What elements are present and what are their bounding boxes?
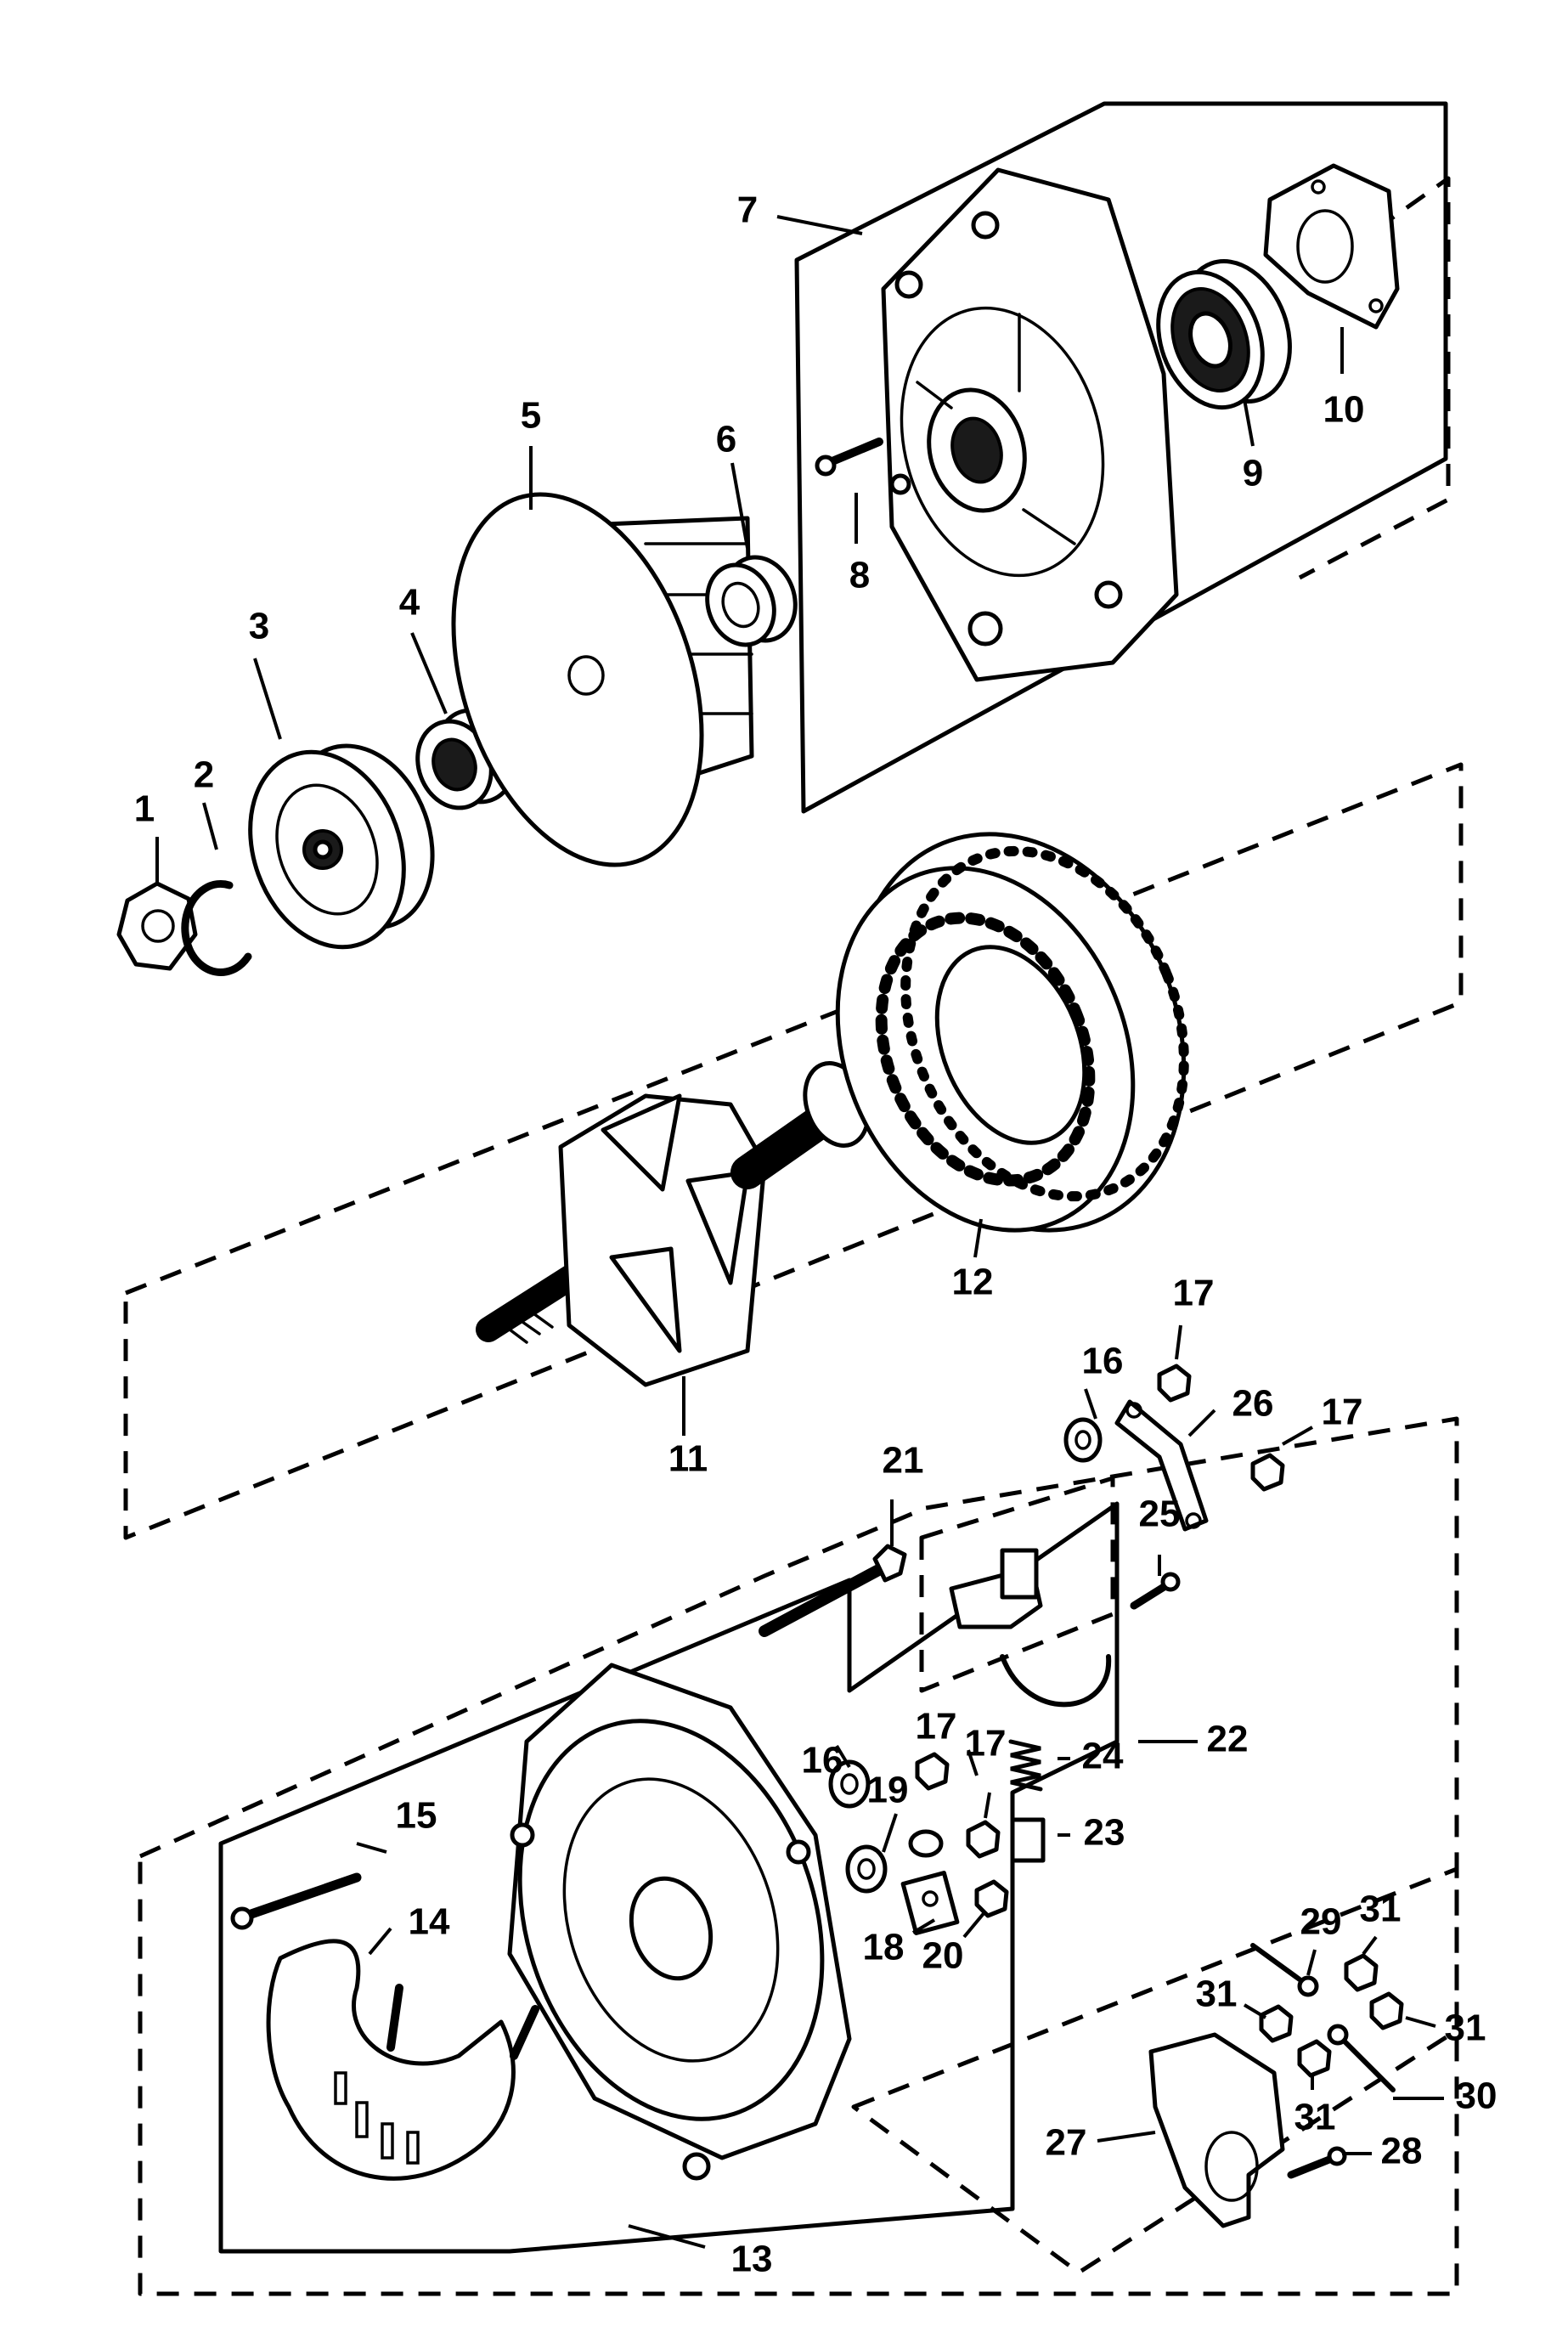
brush-holder-part <box>949 1548 1112 1708</box>
label-7: 7 <box>737 189 758 231</box>
label-20: 20 <box>922 1935 964 1977</box>
label-24: 24 <box>1082 1736 1124 1777</box>
pulley-part <box>248 743 435 950</box>
label-2: 2 <box>194 754 214 796</box>
rear-housing-part <box>507 1663 852 2181</box>
terminal-part <box>900 1871 960 1935</box>
small-screw-part <box>1130 1572 1181 1610</box>
heat-sink-part <box>266 1939 539 2181</box>
label-13: 13 <box>731 2239 773 2280</box>
label-12: 12 <box>952 1262 994 1303</box>
label-17a: 17 <box>1173 1273 1215 1314</box>
label-31d: 31 <box>1294 2097 1336 2138</box>
retainer-plate-part <box>1263 163 1400 330</box>
through-bolt-part <box>759 1544 907 1637</box>
label-15: 15 <box>396 1795 437 1837</box>
stator-part <box>835 832 1189 1233</box>
front-housing-frame <box>794 101 1448 814</box>
front-housing-part <box>881 167 1179 682</box>
callout-labels: 1 2 3 4 5 6 7 8 9 10 11 12 13 14 15 16 1… <box>134 189 1497 2280</box>
label-23: 23 <box>1084 1812 1125 1854</box>
rotor-stator-dashed-frame <box>123 762 1464 1540</box>
brush-spring-part <box>1008 1739 1043 1792</box>
wire-lead-part-b <box>1327 2024 1396 2092</box>
label-29: 29 <box>1300 1901 1342 1943</box>
label-27: 27 <box>1046 2122 1087 2164</box>
retaining-ring-part <box>181 879 252 976</box>
long-screw-part <box>230 1872 362 1930</box>
label-6: 6 <box>716 419 736 460</box>
label-17b: 17 <box>1322 1392 1363 1433</box>
label-9: 9 <box>1243 453 1263 494</box>
brush-holder-dashed-frame <box>919 1476 1115 1693</box>
rear-housing-frame <box>218 1501 1120 2254</box>
collar-part <box>705 555 798 647</box>
bearing-part <box>1156 259 1292 410</box>
label-16b: 16 <box>802 1740 843 1781</box>
label-17c: 17 <box>916 1706 957 1748</box>
label-17d: 17 <box>965 1723 1007 1765</box>
label-14: 14 <box>409 1901 450 1943</box>
wire-nut-parts <box>1259 1953 1404 2078</box>
rear-housing-dashed-frame <box>138 1416 1459 2296</box>
label-31c: 31 <box>1445 2007 1486 2049</box>
fan-part <box>451 492 754 867</box>
leader-lines <box>155 215 1444 2249</box>
small-nut-parts <box>915 1364 1285 1859</box>
label-3: 3 <box>249 606 269 647</box>
terminal-nut-part <box>974 1879 1009 1918</box>
label-5: 5 <box>521 395 541 437</box>
bushing-part-c <box>845 1844 888 1894</box>
label-18: 18 <box>863 1927 905 1968</box>
screw-part <box>815 438 883 477</box>
label-25: 25 <box>1139 1493 1181 1535</box>
washer-part <box>908 1829 944 1858</box>
end-cover-part <box>1148 2032 1285 2228</box>
label-19: 19 <box>867 1770 909 1811</box>
label-8: 8 <box>849 555 870 596</box>
bushing-part-b <box>828 1759 871 1809</box>
front-housing-dashed-frame <box>1298 176 1451 580</box>
label-26: 26 <box>1232 1383 1274 1425</box>
connector-strap-part <box>1114 1399 1209 1532</box>
brush-part <box>1010 1817 1046 1863</box>
hex-nut-part <box>116 881 198 971</box>
bushing-part-a <box>1063 1417 1103 1463</box>
label-31a: 31 <box>1360 1889 1402 1930</box>
cover-screw-part <box>1287 2146 1347 2179</box>
label-21: 21 <box>883 1440 924 1482</box>
label-30: 30 <box>1456 2075 1497 2117</box>
rotor-part <box>476 1061 871 1387</box>
label-31b: 31 <box>1196 1973 1238 2015</box>
wire-lead-part <box>1250 1943 1319 1997</box>
label-1: 1 <box>134 788 155 830</box>
label-10: 10 <box>1323 389 1365 431</box>
label-4: 4 <box>399 582 420 624</box>
label-22: 22 <box>1207 1719 1249 1760</box>
label-11: 11 <box>668 1438 708 1480</box>
label-16a: 16 <box>1082 1341 1124 1382</box>
label-28: 28 <box>1381 2131 1423 2172</box>
